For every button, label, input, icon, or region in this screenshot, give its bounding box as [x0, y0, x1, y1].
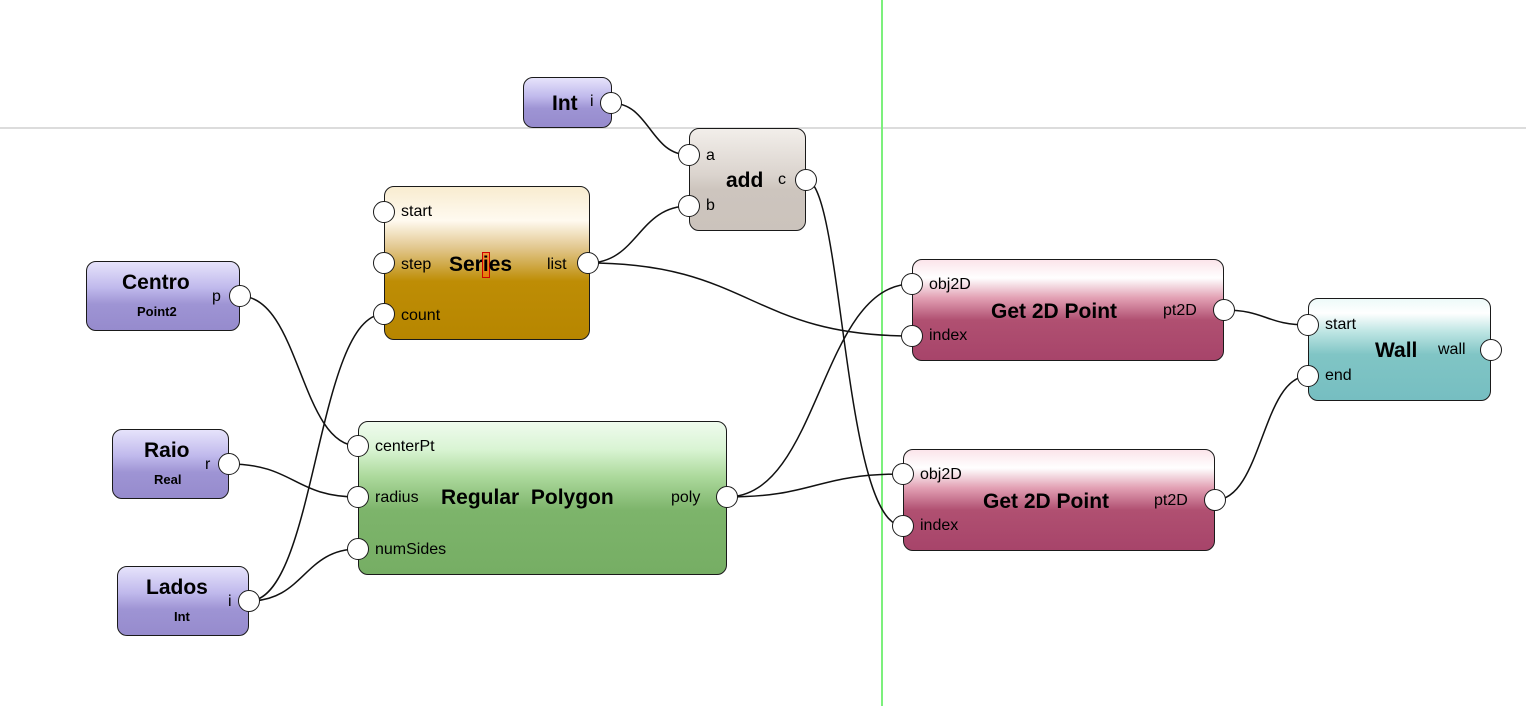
get2d-bottom-input-port-index[interactable]: [892, 515, 914, 537]
text-cursor-selection: i: [481, 252, 490, 278]
centro-type-label: Point2: [137, 304, 177, 319]
lados-output-port[interactable]: [238, 590, 260, 612]
polygon-output-port-poly[interactable]: [716, 486, 738, 508]
wall-node-title: Wall: [1375, 339, 1418, 362]
polygon-in-centerpt-label: centerPt: [375, 438, 435, 455]
wall-output-port[interactable]: [1480, 339, 1502, 361]
get2d-bottom-in-obj2d-label: obj2D: [920, 466, 962, 483]
add-node[interactable]: a add c b: [689, 128, 806, 231]
add-out-label: c: [778, 171, 786, 188]
wire-polygon-poly-to-get2d-bottom-obj2d[interactable]: [726, 473, 904, 498]
get2d-bottom-input-port-obj2d[interactable]: [892, 463, 914, 485]
lados-node[interactable]: Lados Int i: [117, 566, 249, 636]
wire-series-list-to-add-b[interactable]: [587, 205, 690, 264]
get-2d-point-node-bottom[interactable]: obj2D Get 2D Point pt2D index: [903, 449, 1215, 551]
add-in-b-label: b: [706, 197, 715, 214]
wall-input-port-end[interactable]: [1297, 365, 1319, 387]
wall-in-end-label: end: [1325, 367, 1352, 384]
vertical-guide-line: [881, 0, 883, 706]
series-title-start: Ser: [449, 253, 483, 276]
wall-in-start-label: start: [1325, 316, 1357, 333]
series-node-title: Series: [449, 252, 513, 278]
add-input-port-b[interactable]: [678, 195, 700, 217]
raio-node[interactable]: Raio Real r: [112, 429, 229, 499]
series-out-list-label: list: [547, 256, 567, 273]
polygon-input-port-radius[interactable]: [347, 486, 369, 508]
get2d-top-in-obj2d-label: obj2D: [929, 276, 971, 293]
get2d-bottom-out-pt2d-label: pt2D: [1154, 492, 1188, 509]
get2d-bottom-node-title: Get 2D Point: [983, 490, 1110, 513]
raio-output-port[interactable]: [218, 453, 240, 475]
get2d-bottom-in-index-label: index: [920, 517, 959, 534]
add-in-a-label: a: [706, 147, 715, 164]
add-node-title: add: [726, 169, 764, 192]
series-input-port-count[interactable]: [373, 303, 395, 325]
get2d-bottom-output-port-pt2d[interactable]: [1204, 489, 1226, 511]
series-title-end: es: [488, 253, 513, 276]
centro-node-title: Centro: [122, 271, 190, 294]
regular-polygon-node[interactable]: centerPt radius Regular Polygon poly num…: [358, 421, 727, 575]
series-in-start-label: start: [401, 203, 433, 220]
wire-lados-i-to-series-count[interactable]: [248, 313, 385, 602]
get2d-top-input-port-obj2d[interactable]: [901, 273, 923, 295]
wire-get2d-bottom-pt2d-to-wall-end[interactable]: [1214, 375, 1309, 501]
lados-node-title: Lados: [146, 576, 208, 599]
get2d-top-node-title: Get 2D Point: [991, 300, 1118, 323]
get-2d-point-node-top[interactable]: obj2D Get 2D Point pt2D index: [912, 259, 1224, 361]
raio-type-label: Real: [154, 472, 182, 487]
wall-out-label: wall: [1438, 341, 1466, 358]
series-output-port-list[interactable]: [577, 252, 599, 274]
raio-out-label: r: [205, 456, 211, 473]
series-in-step-label: step: [401, 256, 432, 273]
polygon-input-port-centerpt[interactable]: [347, 435, 369, 457]
get2d-top-in-index-label: index: [929, 327, 968, 344]
centro-node[interactable]: Centro Point2 p: [86, 261, 240, 331]
lados-type-label: Int: [174, 609, 190, 624]
get2d-top-input-port-index[interactable]: [901, 325, 923, 347]
series-in-count-label: count: [401, 307, 441, 324]
series-input-port-step[interactable]: [373, 252, 395, 274]
polygon-in-numsides-label: numSides: [375, 541, 447, 558]
wire-int-to-add-a[interactable]: [610, 102, 690, 156]
polygon-in-radius-label: radius: [375, 489, 419, 506]
wire-raio-r-to-polygon-radius[interactable]: [228, 463, 359, 498]
add-output-port-c[interactable]: [795, 169, 817, 191]
polygon-out-poly-label: poly: [671, 489, 701, 506]
wire-add-c-to-get2d-bottom-index[interactable]: [805, 179, 904, 527]
polygon-input-port-numsides[interactable]: [347, 538, 369, 560]
wall-input-port-start[interactable]: [1297, 314, 1319, 336]
centro-output-port[interactable]: [229, 285, 251, 307]
add-input-port-a[interactable]: [678, 144, 700, 166]
int-node[interactable]: Int i: [523, 77, 612, 128]
wire-lados-i-to-polygon-numsides[interactable]: [248, 548, 359, 602]
wire-polygon-poly-to-get2d-top-obj2d[interactable]: [726, 283, 913, 498]
raio-node-title: Raio: [144, 439, 190, 462]
int-node-title: Int: [552, 92, 578, 115]
wire-series-list-to-get2d-top-index[interactable]: [587, 262, 913, 337]
series-input-port-start[interactable]: [373, 201, 395, 223]
wire-centro-p-to-polygon-centerpt[interactable]: [239, 295, 359, 447]
centro-out-label: p: [212, 288, 221, 305]
series-node[interactable]: start step Series list count: [384, 186, 590, 340]
lados-out-label: i: [228, 593, 232, 610]
int-out-label: i: [590, 93, 594, 110]
get2d-top-out-pt2d-label: pt2D: [1163, 302, 1197, 319]
wire-get2d-top-pt2d-to-wall-start[interactable]: [1223, 309, 1309, 326]
polygon-node-title: Regular Polygon: [441, 486, 614, 509]
wall-node[interactable]: start Wall wall end: [1308, 298, 1491, 401]
int-output-port[interactable]: [600, 92, 622, 114]
get2d-top-output-port-pt2d[interactable]: [1213, 299, 1235, 321]
